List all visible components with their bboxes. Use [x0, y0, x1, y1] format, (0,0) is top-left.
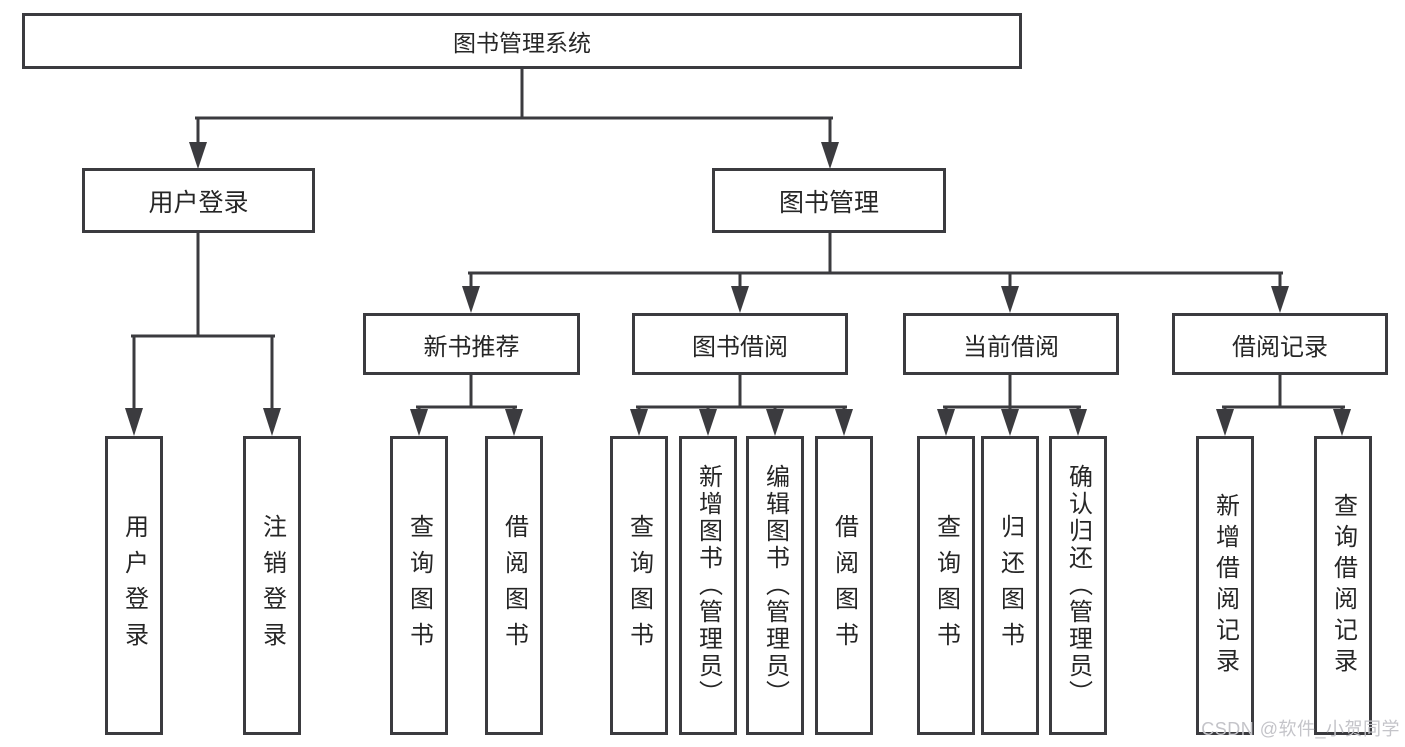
leaf-user-login: 用户登录 — [105, 436, 163, 735]
leaf-borrow-book-label: 借阅图书 — [830, 513, 858, 658]
node-book-borrow-label: 图书借阅 — [692, 333, 788, 361]
node-current-borrow-label: 当前借阅 — [963, 333, 1059, 361]
node-root: 图书管理系统 — [22, 13, 1022, 69]
node-borrow-records: 借阅记录 — [1172, 313, 1388, 375]
leaf-borrow-add-admin-label: 新增图书（管理员） — [694, 464, 722, 707]
leaf-current-return: 归还图书 — [981, 436, 1039, 735]
node-new-book-recommend: 新书推荐 — [363, 313, 580, 375]
leaf-borrow-edit-admin-label: 编辑图书（管理员） — [761, 464, 789, 707]
leaf-user-login-label: 用户登录 — [120, 513, 148, 658]
node-book-management: 图书管理 — [712, 168, 946, 233]
leaf-new-book-borrow-label: 借阅图书 — [500, 513, 528, 658]
leaf-record-add: 新增借阅记录 — [1196, 436, 1254, 735]
leaf-borrow-query: 查询图书 — [610, 436, 668, 735]
leaf-logout: 注销登录 — [243, 436, 301, 735]
leaf-new-book-borrow: 借阅图书 — [485, 436, 543, 735]
node-user-login: 用户登录 — [82, 168, 315, 233]
leaf-borrow-book: 借阅图书 — [815, 436, 873, 735]
node-book-management-label: 图书管理 — [778, 188, 879, 217]
leaf-borrow-query-label: 查询图书 — [625, 513, 653, 658]
leaf-current-query: 查询图书 — [917, 436, 975, 735]
leaf-record-query-label: 查询借阅记录 — [1329, 492, 1357, 679]
node-book-borrow: 图书借阅 — [632, 313, 848, 375]
node-new-book-recommend-label: 新书推荐 — [423, 333, 520, 361]
node-borrow-records-label: 借阅记录 — [1232, 333, 1328, 361]
leaf-new-book-query: 查询图书 — [390, 436, 448, 735]
leaf-current-query-label: 查询图书 — [932, 513, 960, 658]
leaf-borrow-add-admin: 新增图书（管理员） — [679, 436, 737, 735]
node-user-login-label: 用户登录 — [148, 188, 249, 217]
csdn-watermark: CSDN @软件_小贺同学 — [1201, 719, 1400, 739]
leaf-borrow-edit-admin: 编辑图书（管理员） — [746, 436, 804, 735]
leaf-logout-label: 注销登录 — [258, 513, 286, 658]
leaf-current-confirm-admin: 确认归还（管理员） — [1049, 436, 1107, 735]
leaf-record-query: 查询借阅记录 — [1314, 436, 1372, 735]
leaf-current-return-label: 归还图书 — [996, 513, 1024, 658]
leaf-current-confirm-admin-label: 确认归还（管理员） — [1064, 464, 1092, 707]
node-current-borrow: 当前借阅 — [903, 313, 1119, 375]
leaf-new-book-query-label: 查询图书 — [405, 513, 433, 658]
node-root-label: 图书管理系统 — [453, 30, 591, 56]
leaf-record-add-label: 新增借阅记录 — [1211, 492, 1239, 679]
